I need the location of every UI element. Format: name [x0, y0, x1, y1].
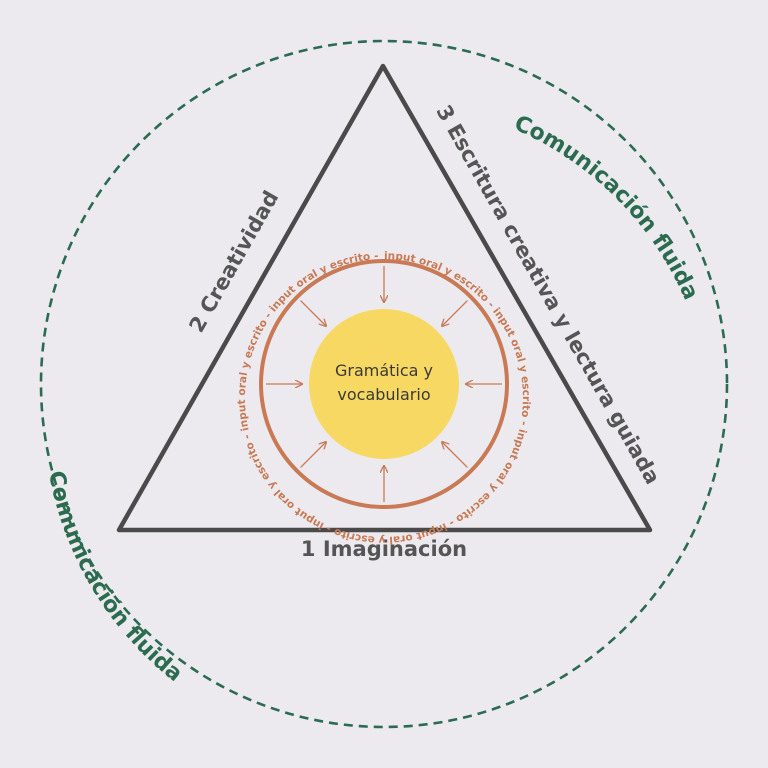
inward-arrow: [442, 442, 468, 468]
center-label-line2: vocabulario: [337, 385, 430, 404]
arrows-group: [266, 266, 502, 502]
outer-label-bottom-left: Comunicación fluida: [43, 469, 187, 687]
outer-dashed-circle: [39, 39, 729, 729]
triangle-bottom-label: 1 Imaginación: [301, 537, 467, 561]
input-ring: [259, 259, 509, 509]
inward-arrow: [300, 300, 326, 326]
triangle: [116, 63, 653, 533]
inward-arrow: [442, 300, 468, 326]
center-circle: [309, 309, 459, 459]
center-label-line1: Gramática y: [335, 361, 433, 380]
inward-arrow: [300, 442, 326, 468]
